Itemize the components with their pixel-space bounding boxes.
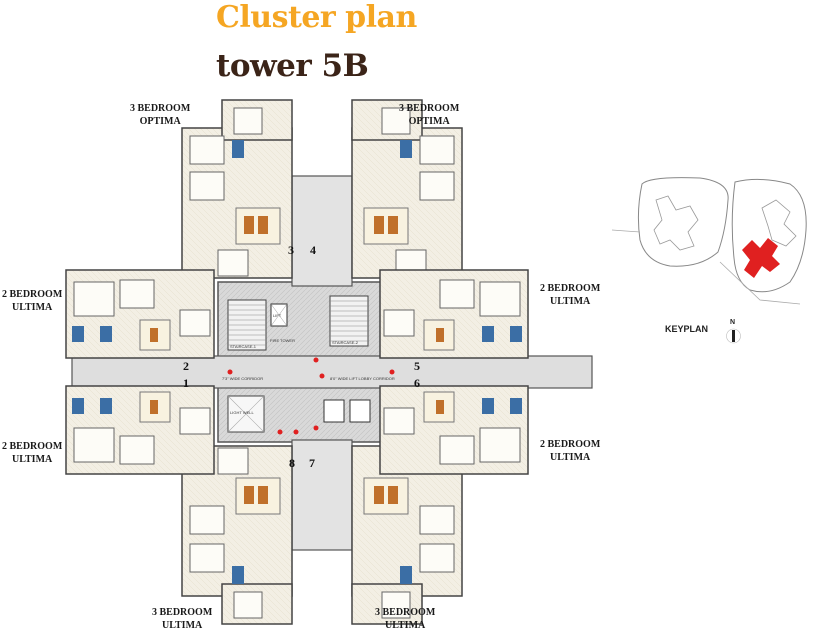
unit-2-block [65, 269, 215, 359]
unit-number-6: 6 [414, 376, 420, 390]
unit-number-5: 5 [414, 359, 420, 373]
unit-number-1: 1 [183, 376, 189, 390]
unit-3-block [181, 99, 293, 279]
north-label: N [730, 319, 735, 326]
unit-4-block [351, 99, 463, 279]
unit-number-2: 2 [183, 359, 189, 373]
keyplan-label: KEYPLAN [665, 324, 709, 334]
unit-number-8: 8 [289, 456, 295, 470]
light-well-label: LIGHT WELL [230, 410, 254, 415]
keyplan-map [611, 177, 807, 305]
staircase-2-label: STAIRCASE-2 [332, 340, 359, 345]
lift-shafts [270, 303, 371, 423]
staircase-1-label: STAIRCASE-1 [230, 344, 257, 349]
unit-1-block [65, 385, 215, 475]
fire-tower-label: FIRE TOWER [270, 338, 295, 343]
corridor-left-label: 7'3" WIDE CORRIDOR [222, 376, 263, 381]
unit-number-7: 7 [309, 456, 315, 470]
central-core [71, 175, 593, 551]
highlighted-tower [742, 238, 780, 278]
unit-5-block [379, 269, 529, 359]
unit-number-4: 4 [310, 243, 316, 257]
staircase-1 [227, 299, 267, 351]
apartments [65, 99, 529, 625]
corridor-right-label: 8'0" WIDE LIFT LOBBY CORRIDOR [330, 376, 395, 381]
plan-subtitle: tower 5B [216, 48, 369, 84]
staircase-2 [329, 295, 369, 347]
unit-number-3: 3 [288, 243, 294, 257]
unit-6-block [379, 385, 529, 475]
unit-8-block [181, 445, 293, 625]
north-arrow-icon: N [726, 319, 741, 344]
light-well [227, 395, 265, 433]
lift-label: LIFT [273, 313, 282, 318]
unit-7-block [351, 445, 463, 625]
plan-title: Cluster plan [216, 0, 417, 35]
